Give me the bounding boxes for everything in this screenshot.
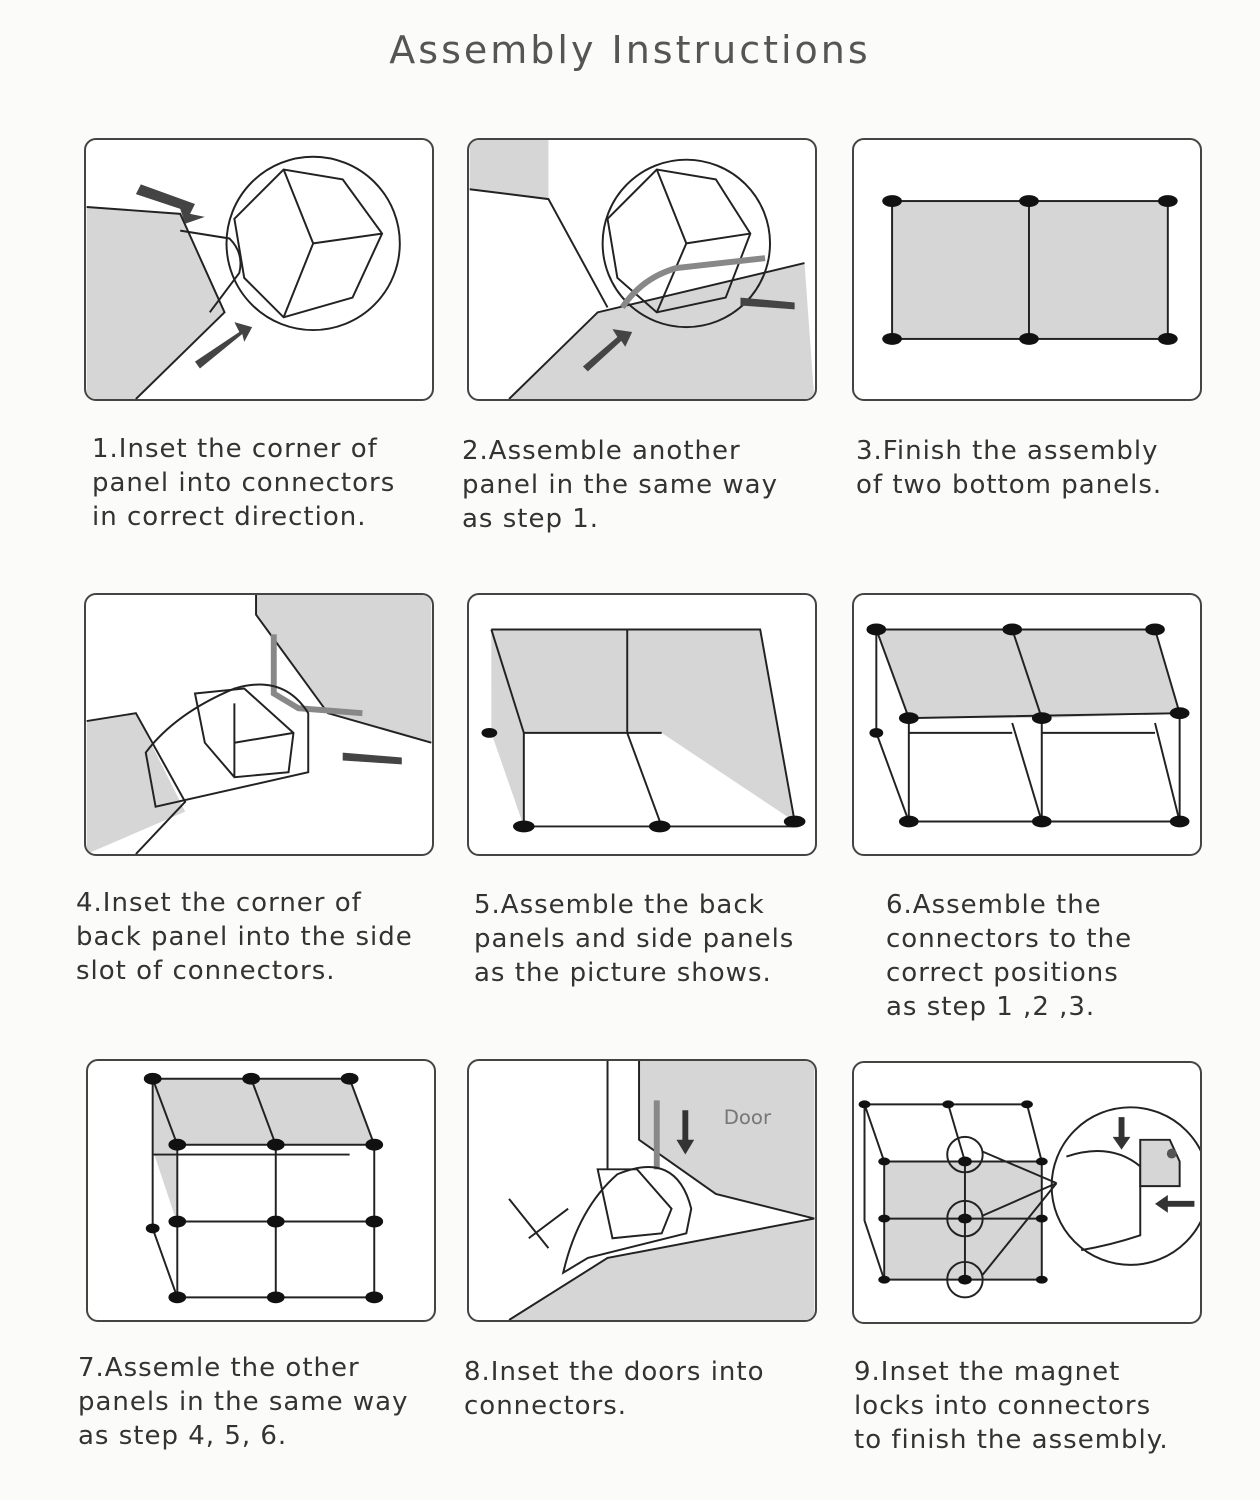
step-9-illustration [852, 1061, 1202, 1324]
arrow-icon [740, 297, 795, 310]
arrow-icon [1112, 1117, 1131, 1150]
arrow-icon [676, 1110, 695, 1155]
arrow-icon [582, 329, 633, 372]
step-7-illustration [86, 1059, 436, 1322]
step-1-illustration [84, 138, 434, 401]
door-label: Door [724, 1106, 772, 1129]
step-4-illustration [84, 593, 434, 856]
arrow-icon [194, 322, 253, 369]
arrow-icon [342, 752, 402, 765]
arrow-icon [135, 184, 205, 224]
step-8-illustration: Door [467, 1059, 817, 1322]
step-3-illustration [852, 138, 1202, 401]
step-6-illustration [852, 593, 1202, 856]
step-5-illustration [467, 593, 817, 856]
page-title: Assembly Instructions [389, 28, 871, 72]
arrow-icon [1155, 1194, 1195, 1213]
step-2-illustration [467, 138, 817, 401]
